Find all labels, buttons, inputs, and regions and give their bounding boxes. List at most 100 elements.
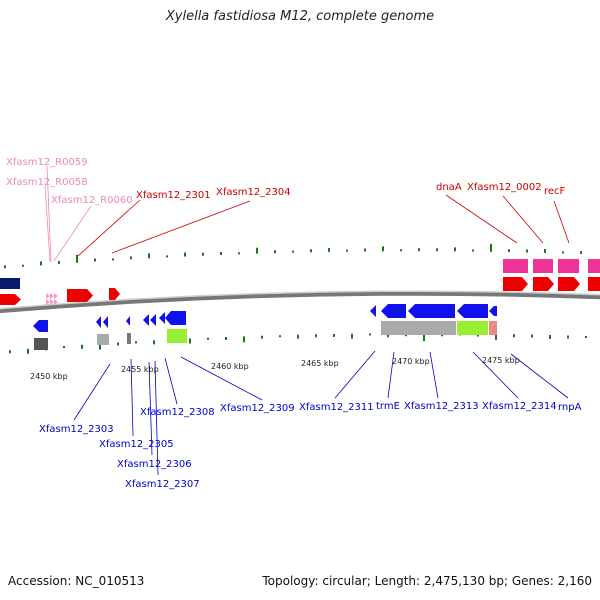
gc-tick: [436, 248, 438, 252]
gene-label[interactable]: Xfasm12_2307: [125, 479, 200, 490]
gc-tick: [40, 261, 42, 266]
gc-tick: [202, 252, 204, 256]
navy-feature[interactable]: [0, 278, 20, 289]
gc-tick: [130, 256, 132, 260]
gc-tick: [567, 335, 569, 339]
gc-tick: [225, 336, 227, 340]
gene-label[interactable]: Xfasm12_2313: [404, 401, 479, 412]
cds-forward-arrow[interactable]: [533, 277, 554, 291]
gene-label[interactable]: Xfasm12_2304: [216, 187, 291, 198]
genome-summary-text: Topology: circular; Length: 2,475,130 bp…: [262, 574, 592, 588]
gc-tick: [279, 335, 281, 338]
gc-tick: [135, 341, 137, 344]
gene-label[interactable]: Xfasm12_2314: [482, 401, 557, 412]
cds-reverse-arrow[interactable]: [159, 312, 165, 324]
gc-tick: [9, 350, 11, 354]
gene-label[interactable]: Xfasm12_R0060: [51, 195, 133, 206]
gene-label[interactable]: dnaA: [436, 182, 462, 193]
gc-tick: [189, 338, 191, 344]
gc-tick: [220, 251, 222, 255]
gene-label[interactable]: rnpA: [558, 402, 582, 413]
cds-forward-arrow[interactable]: [558, 277, 580, 291]
gene-label[interactable]: Xfasm12_2308: [140, 407, 215, 418]
gc-tick: [490, 243, 492, 252]
gray-feature-box[interactable]: [381, 321, 456, 335]
cds-reverse-arrow[interactable]: [381, 304, 406, 318]
genome-backbone: [0, 290, 600, 314]
gc-tick: [94, 258, 96, 262]
cds-forward-arrow[interactable]: [503, 277, 528, 291]
cds-reverse-arrow[interactable]: [457, 304, 488, 318]
gc-tick: [76, 254, 78, 263]
pink-feature-box[interactable]: [533, 259, 553, 273]
green-feature-box[interactable]: [167, 329, 187, 343]
pink-feature-box[interactable]: [503, 259, 528, 273]
cds-reverse-arrow[interactable]: [150, 314, 156, 326]
gray-feature-box[interactable]: [97, 334, 109, 345]
gc-tick: [364, 248, 366, 252]
cds-reverse-arrow[interactable]: [103, 316, 108, 328]
gc-tick: [297, 334, 299, 339]
gc-tick: [513, 334, 515, 338]
rna-feature-cluster[interactable]: [46, 293, 58, 305]
cds-reverse-arrow[interactable]: [489, 306, 497, 316]
gene-label[interactable]: trmE: [376, 401, 400, 412]
gc-tick: [243, 336, 245, 343]
gene-label[interactable]: Xfasm12_2311: [299, 402, 374, 413]
gene-label[interactable]: Xfasm12_2301: [136, 190, 211, 201]
gene-label[interactable]: Xfasm12_2306: [117, 459, 192, 470]
gc-tick: [292, 250, 294, 253]
gray-feature-box[interactable]: [127, 333, 131, 344]
green-feature-box[interactable]: [457, 321, 488, 335]
gene-label[interactable]: Xfasm12_2309: [220, 403, 295, 414]
pink-feature-box[interactable]: [558, 259, 579, 273]
cds-reverse-arrow[interactable]: [143, 314, 149, 326]
cds-reverse-arrow[interactable]: [126, 316, 130, 326]
gc-tick: [256, 247, 258, 254]
gc-tick: [508, 249, 510, 253]
gc-tick: [99, 343, 101, 350]
cds-reverse-arrow[interactable]: [408, 304, 455, 318]
map-title: Xylella fastidiosa M12, complete genome: [165, 9, 435, 24]
gene-label[interactable]: Xfasm12_R0058: [6, 177, 88, 188]
gc-tick: [477, 333, 479, 337]
gc-tick: [526, 249, 528, 253]
gene-label[interactable]: Xfasm12_R0059: [6, 157, 88, 168]
cds-forward-arrow[interactable]: [0, 294, 21, 305]
scale-label: 2455 kbp: [121, 365, 159, 374]
gray-feature-box[interactable]: [489, 321, 497, 335]
scale-label: 2450 kbp: [30, 372, 68, 381]
gc-tick: [346, 249, 348, 252]
gc-tick: [207, 337, 209, 340]
gene-label[interactable]: Xfasm12_0002: [467, 182, 542, 193]
scale-labels: 2450 kbp 2455 kbp 2460 kbp 2465 kbp 2470…: [30, 356, 520, 381]
gc-tick: [333, 333, 335, 337]
gc-content-ticks-top: [4, 243, 582, 269]
gene-label[interactable]: Xfasm12_2305: [99, 439, 174, 450]
gc-tick: [166, 255, 168, 258]
gray-feature-box[interactable]: [34, 338, 48, 350]
gc-tick: [58, 261, 60, 265]
cds-reverse-arrow[interactable]: [96, 316, 101, 328]
gc-tick: [328, 247, 330, 252]
cds-forward-arrow[interactable]: [67, 289, 93, 302]
cds-reverse-arrow[interactable]: [370, 305, 376, 317]
cds-forward-arrow[interactable]: [109, 288, 120, 300]
cds-forward-arrow[interactable]: [588, 277, 600, 291]
gc-tick: [4, 265, 6, 269]
gene-label[interactable]: recF: [544, 186, 566, 197]
gc-tick: [112, 258, 114, 261]
gc-tick: [495, 333, 497, 340]
gc-tick: [454, 247, 456, 252]
pink-feature-box[interactable]: [588, 259, 600, 273]
gc-tick: [387, 333, 389, 338]
scale-label: 2470 kbp: [392, 357, 430, 366]
cds-reverse-arrow[interactable]: [33, 320, 48, 332]
gc-tick: [238, 252, 240, 255]
cds-reverse-arrow[interactable]: [165, 311, 186, 325]
gc-tick: [472, 249, 474, 252]
gene-label[interactable]: Xfasm12_2303: [39, 424, 114, 435]
scale-label: 2460 kbp: [211, 362, 249, 371]
gc-tick: [184, 252, 186, 257]
